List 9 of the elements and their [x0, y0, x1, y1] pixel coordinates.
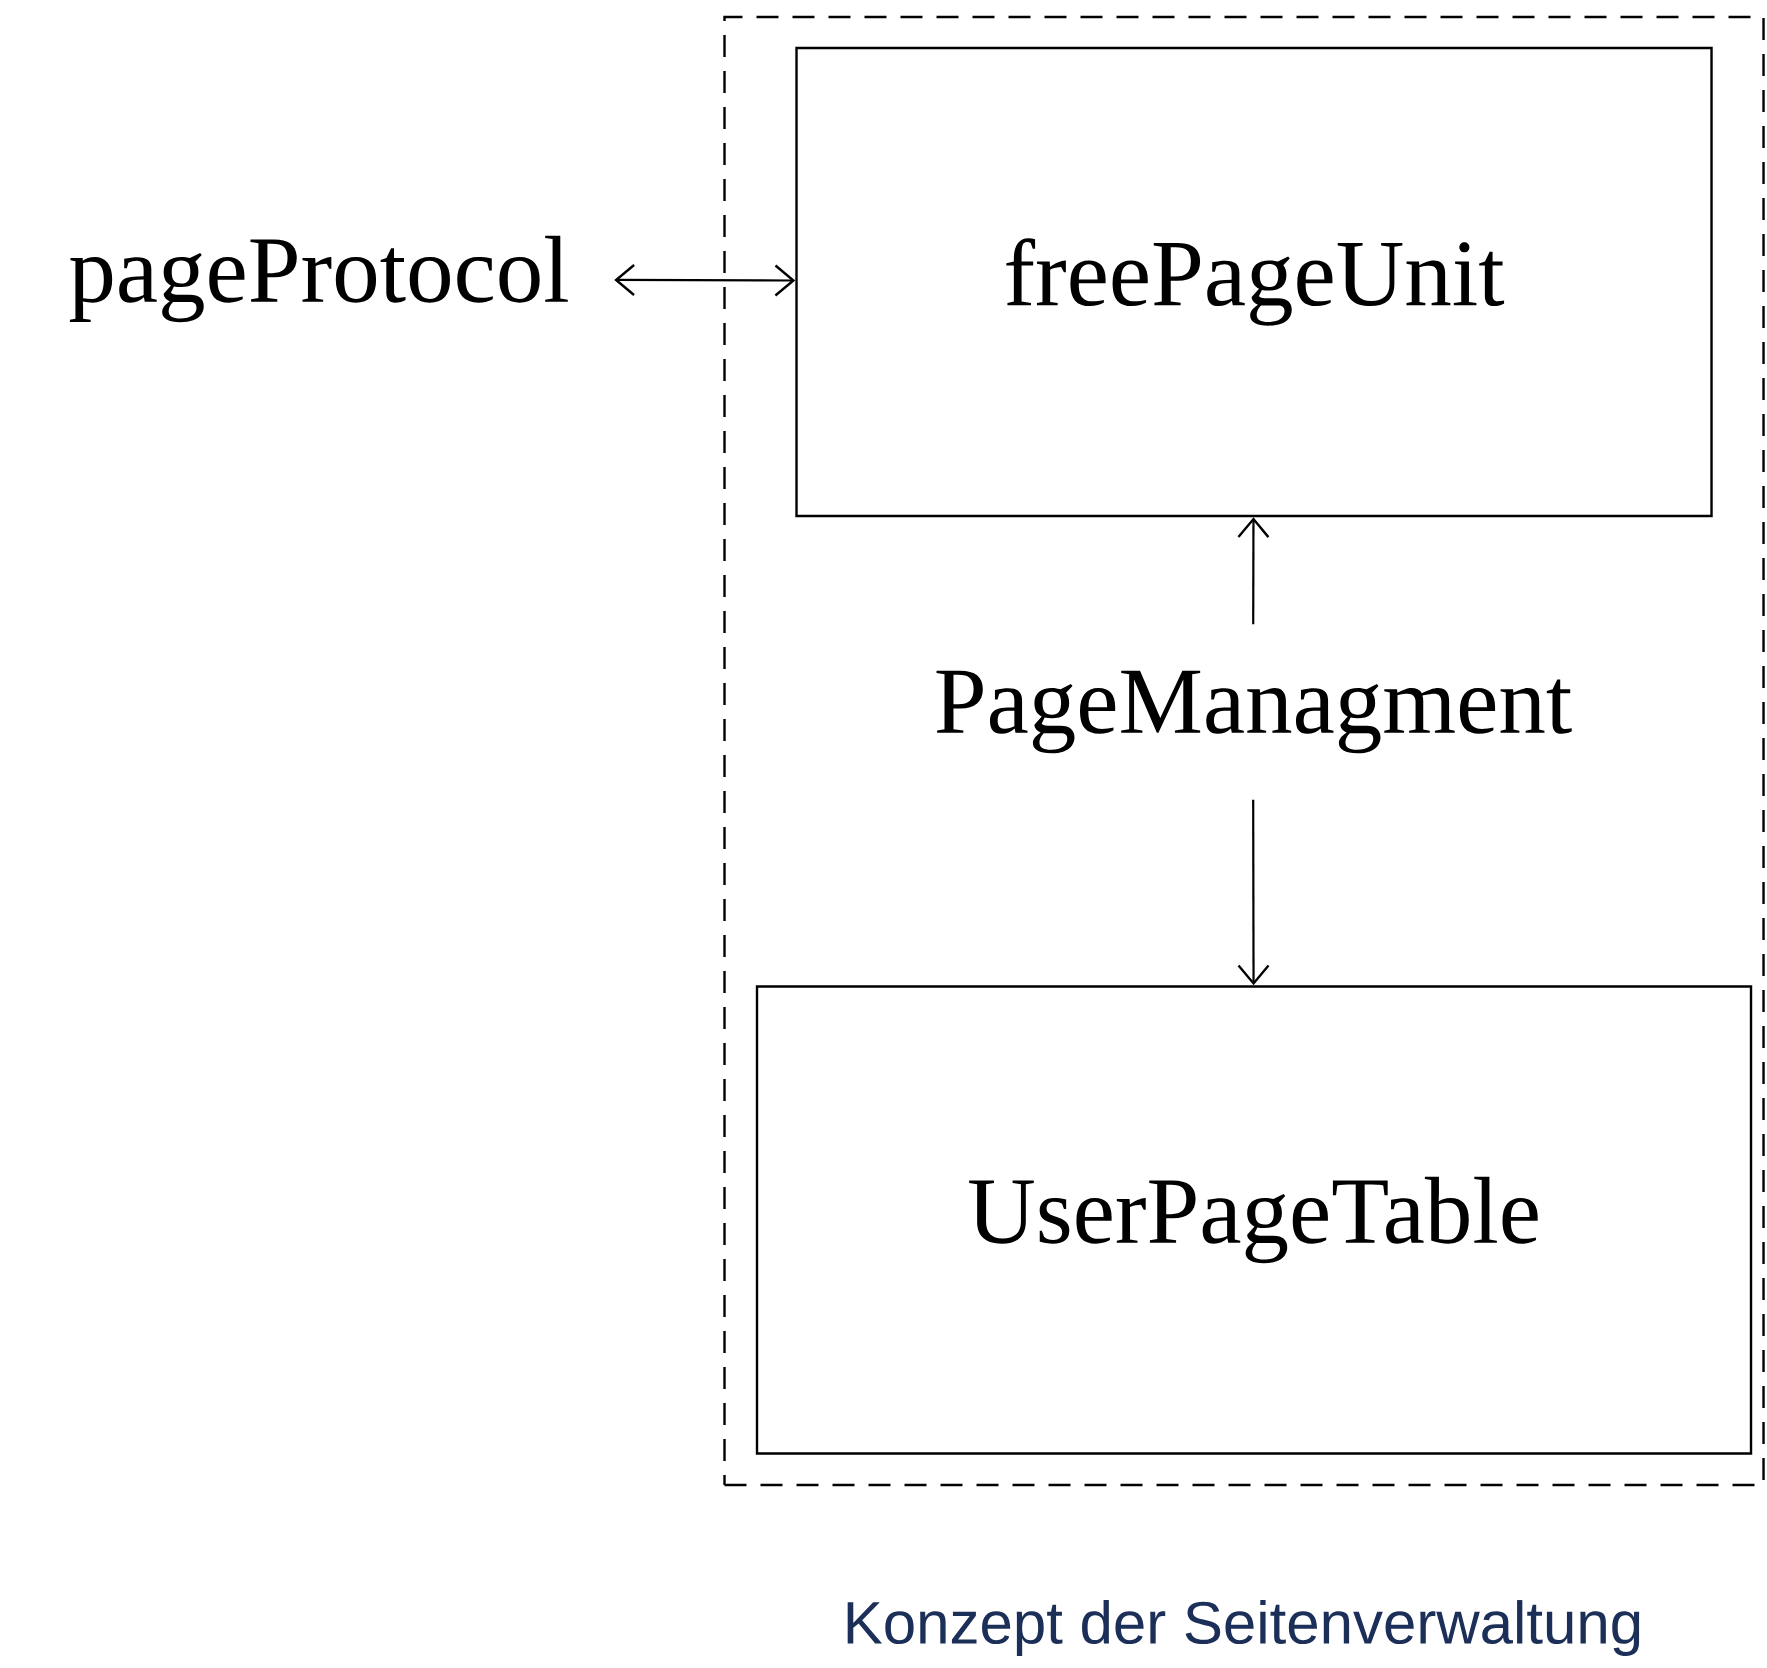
arrow — [614, 264, 796, 297]
caption: Konzept der Seitenverwaltung — [847, 1600, 1640, 1656]
node-label: pageProtocol — [69, 235, 568, 323]
node-label: PageManagment — [936, 670, 1572, 754]
arrow — [1237, 517, 1270, 625]
dashed-group-box — [723, 15, 1765, 1487]
arrow — [1237, 799, 1270, 986]
process-box: freePageUnit — [795, 46, 1713, 518]
process-box: UserPageTable — [755, 985, 1753, 1455]
